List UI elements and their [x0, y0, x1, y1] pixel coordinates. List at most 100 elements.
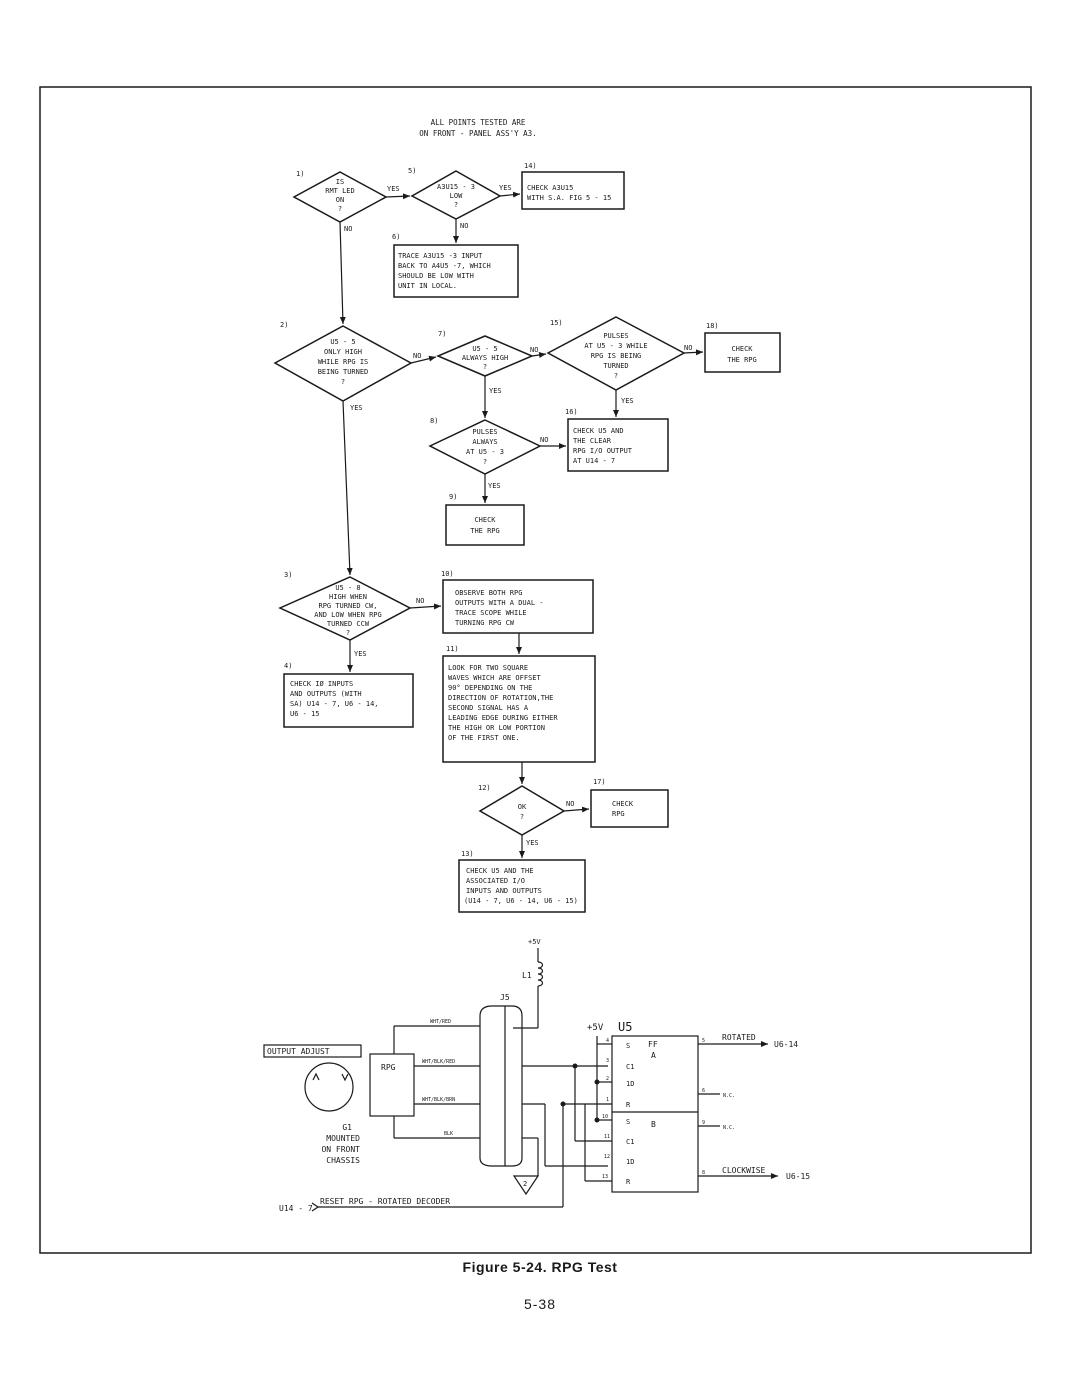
rotated-label: ROTATED	[722, 1033, 756, 1042]
label-no-12: NO	[566, 800, 574, 808]
step-1-num: 1)	[296, 170, 304, 178]
label-yes-3: YES	[354, 650, 367, 658]
box-step-13	[458, 859, 586, 913]
step-16-line-3: RPG I/O OUTPUT	[573, 447, 633, 455]
step-16-line-2: THE CLEAR	[573, 437, 612, 445]
pin-3: 3	[606, 1058, 609, 1064]
step-7-line-2: ALWAYS HIGH	[462, 354, 508, 362]
pin-2: 2	[606, 1076, 609, 1082]
label-no-15: NO	[684, 344, 692, 352]
step-10-line-3: TRACE SCOPE WHILE	[455, 609, 527, 617]
nc-label-1: N.C.	[723, 1093, 735, 1099]
pin-13: 13	[602, 1174, 608, 1180]
label-yes-12: YES	[526, 839, 539, 847]
box-step-10	[442, 579, 594, 634]
label-no-8: NO	[540, 436, 548, 444]
output-adjust-knob	[304, 1062, 354, 1112]
inductor-l1	[537, 961, 544, 987]
step-13-line-2: ASSOCIATED I/O	[466, 877, 525, 885]
step-1-line-1: IS	[336, 178, 344, 186]
step-2-line-5: ?	[341, 378, 345, 386]
step-4-line-4: U6 - 15	[290, 710, 320, 718]
step-3-line-5: TURNED CCW	[327, 620, 370, 628]
label-yes-15: YES	[621, 397, 634, 405]
step-7-line-3: ?	[483, 363, 487, 371]
step-6-line-3: SHOULD BE LOW WITH	[398, 272, 474, 280]
box-step-16	[567, 418, 669, 472]
step-12-line-2: ?	[520, 813, 524, 821]
step-5-line-1: A3U15 - 3	[437, 183, 475, 191]
step-16-line-4: AT U14 - 7	[573, 457, 615, 465]
step-14-line-1: CHECK A3U15	[527, 184, 573, 192]
box-step-17	[590, 789, 669, 828]
step-6-line-4: UNIT IN LOCAL.	[398, 282, 457, 290]
step-15-num: 15)	[550, 319, 563, 327]
step-8-line-3: AT U5 - 3	[466, 448, 504, 456]
step-5-line-3: ?	[454, 201, 458, 209]
step-11-line-8: OF THE FIRST ONE.	[448, 734, 520, 742]
step-1-line-4: ?	[338, 205, 342, 213]
clockwise-label: CLOCKWISE	[722, 1166, 766, 1175]
u6-14-label: U6-14	[774, 1040, 798, 1049]
g1-line-1: G1	[342, 1123, 352, 1132]
pin-4: 4	[606, 1038, 609, 1044]
u14-7-label: U14 - 7	[279, 1204, 313, 1213]
step-2-num: 2)	[280, 321, 288, 329]
input-b-c1: C1	[626, 1138, 634, 1146]
reset-label: RESET RPG - ROTATED DECODER	[320, 1197, 450, 1206]
schematic-text: +5V L1 J5 +5V U5 FF A B RPG OUTPUT ADJUS…	[267, 938, 810, 1213]
flowchart-connectors	[339, 191, 704, 858]
schematic-lines	[263, 948, 778, 1212]
box-step-9	[445, 504, 525, 546]
pin-1: 1	[606, 1097, 609, 1103]
step-12-num: 12)	[478, 784, 491, 792]
chip-label: U5	[618, 1020, 632, 1034]
step-4-num: 4)	[284, 662, 292, 670]
box-step-6	[393, 244, 519, 298]
output-adjust-frame	[263, 1044, 362, 1058]
step-17-line-2: RPG	[612, 810, 625, 818]
supply-u5: +5V	[587, 1023, 604, 1033]
step-14-line-2: WITH S.A. FIG 5 - 15	[527, 194, 611, 202]
step-15-line-4: TURNED	[603, 362, 628, 370]
inductor-label: L1	[522, 971, 532, 980]
step-3-line-2: HIGH WHEN	[329, 593, 367, 601]
input-b-r: R	[626, 1178, 631, 1186]
step-2-line-2: ONLY HIGH	[324, 348, 362, 356]
label-yes-7: YES	[489, 387, 502, 395]
step-13-num: 13)	[461, 850, 474, 858]
step-10-num: 10)	[441, 570, 454, 578]
ff-a-line-1: FF	[648, 1040, 658, 1049]
label-no-3: NO	[416, 597, 424, 605]
pin-9: 9	[702, 1120, 705, 1126]
step-2-line-1: U5 - 5	[330, 338, 355, 346]
input-b-s: S	[626, 1118, 630, 1126]
step-9-num: 9)	[449, 493, 457, 501]
step-16-num: 16)	[565, 408, 578, 416]
step-11-line-2: WAVES WHICH ARE OFFSET	[448, 674, 542, 682]
label-yes-5: YES	[499, 184, 512, 192]
box-step-4	[283, 673, 414, 728]
label-yes-1: YES	[387, 185, 400, 193]
step-4-line-2: AND OUTPUTS (WITH	[290, 690, 362, 698]
wire-label-4: BLK	[444, 1131, 453, 1137]
label-yes-2: YES	[350, 404, 363, 412]
step-14-num: 14)	[524, 162, 537, 170]
page-number: 5-38	[523, 1296, 557, 1312]
step-4-line-3: SA) U14 - 7, U6 - 14,	[290, 700, 379, 708]
pin-6: 6	[702, 1088, 705, 1094]
box-step-11	[442, 655, 596, 763]
step-7-num: 7)	[438, 330, 446, 338]
input-b-1d: 1D	[626, 1158, 634, 1166]
step-8-line-4: ?	[483, 458, 487, 466]
pin-12: 12	[604, 1154, 610, 1160]
schematic-dots	[560, 1063, 600, 1123]
step-13-line-4: (U14 - 7, U6 - 14, U6 - 15)	[464, 897, 578, 905]
step-9-line-2: THE RPG	[470, 527, 500, 535]
ff-b-label: B	[651, 1120, 656, 1129]
figure-caption: Figure 5-24. RPG Test	[462, 1259, 618, 1275]
wire-label-2: WHT/BLK/RED	[422, 1059, 455, 1065]
u6-15-label: U6-15	[786, 1172, 810, 1181]
step-15-line-2: AT U5 - 3 WHILE	[584, 342, 647, 350]
